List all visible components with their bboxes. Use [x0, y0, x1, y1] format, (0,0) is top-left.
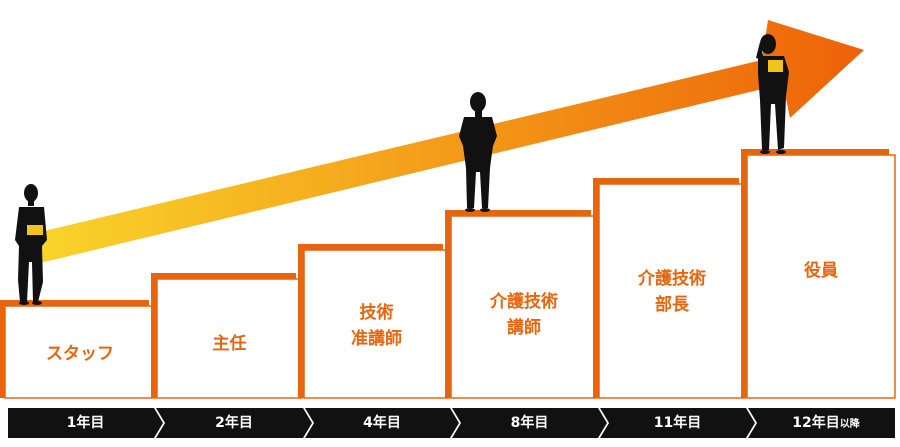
timeline-year: 11年目	[653, 415, 702, 431]
step-block	[598, 183, 746, 399]
timeline-year-suffix: 以降	[839, 419, 860, 430]
timeline-year-label: 2年目	[165, 408, 303, 438]
timeline-year-label: 4年目	[314, 408, 450, 438]
step-title: 主任	[212, 334, 247, 354]
step-block	[450, 215, 598, 399]
career-steps	[0, 149, 896, 399]
step-title: 介護技術 部長	[638, 269, 706, 315]
step-title: 技術 准講師	[351, 303, 402, 349]
step-block	[746, 154, 896, 399]
nurse-silhouette-icon	[459, 92, 497, 212]
timeline-year: 4年目	[363, 415, 401, 431]
step-block	[156, 278, 303, 399]
timeline-segment	[8, 408, 163, 438]
step-title: スタッフ	[46, 344, 114, 364]
timeline-segment	[452, 408, 607, 438]
timeline-segment	[305, 408, 459, 438]
step-block	[4, 305, 156, 399]
timeline-segment	[600, 408, 755, 438]
timeline-year: 12年目	[792, 415, 840, 431]
woman-silhouette-icon	[15, 184, 47, 305]
timeline-year-label: 12年目以降	[757, 408, 895, 438]
timeline-year: 8年目	[510, 415, 549, 431]
step-title: 介護技術 講師	[490, 292, 558, 338]
timeline-year-label: 8年目	[461, 408, 598, 438]
timeline-year-label: 11年目	[609, 408, 746, 438]
timeline-year: 1年目	[66, 415, 105, 431]
step-title: 役員	[804, 261, 838, 281]
timeline-year-label: 1年目	[17, 408, 154, 438]
timeline-segment	[748, 408, 895, 438]
growth-arrow	[40, 20, 864, 263]
timeline-year: 2年目	[215, 415, 253, 431]
timeline-bar	[8, 408, 895, 438]
timeline-segment	[156, 408, 312, 438]
executive-silhouette-icon	[756, 34, 789, 154]
